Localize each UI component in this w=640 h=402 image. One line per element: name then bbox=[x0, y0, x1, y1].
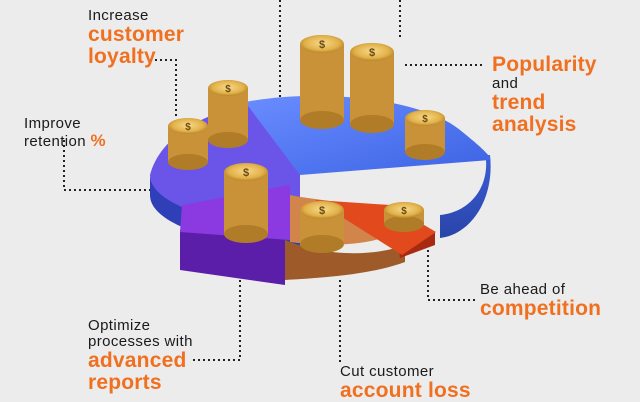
reports-line1: Optimize bbox=[88, 317, 151, 334]
coin-stack-icon: $ bbox=[300, 201, 344, 253]
connector-reports bbox=[190, 270, 241, 361]
slice-blue-side bbox=[295, 155, 491, 238]
coin-stack-icon: $ bbox=[350, 43, 394, 133]
label-account: Cut customer account loss bbox=[340, 364, 471, 402]
coin-stack-icon: $ bbox=[300, 35, 344, 129]
svg-text:$: $ bbox=[243, 167, 249, 179]
popularity-line4: analysis bbox=[492, 112, 577, 136]
coin-stack-icon: $ bbox=[384, 202, 424, 232]
popularity-line3: trend bbox=[492, 90, 546, 114]
reports-line2: processes with bbox=[88, 332, 193, 350]
connector-competition bbox=[427, 245, 475, 301]
label-competition: Be ahead of competition bbox=[480, 282, 601, 320]
account-line2: account loss bbox=[340, 378, 471, 402]
coin-stack-icon: $ bbox=[168, 118, 208, 170]
svg-text:$: $ bbox=[369, 47, 375, 59]
svg-text:$: $ bbox=[185, 122, 191, 133]
account-line1: Cut customer bbox=[340, 363, 434, 380]
label-reports: Optimize processes with advanced reports bbox=[88, 318, 193, 394]
reports-line3: advanced bbox=[88, 348, 187, 372]
label-popularity: Popularity and trend analysis bbox=[492, 53, 597, 136]
competition-line1: Be ahead of bbox=[480, 281, 566, 298]
popularity-line1: Popularity bbox=[492, 53, 597, 76]
connector-lines bbox=[63, 0, 485, 365]
coin-stack-icon: $ bbox=[208, 80, 248, 148]
loyalty-line3: loyalty bbox=[88, 44, 156, 68]
coin-stack-icon: $ bbox=[405, 110, 445, 160]
svg-text:$: $ bbox=[401, 206, 407, 217]
slice-purple-side bbox=[180, 230, 285, 285]
svg-text:$: $ bbox=[319, 39, 325, 51]
slice-red-top bbox=[315, 200, 436, 255]
svg-text:$: $ bbox=[225, 84, 231, 95]
retention-line1: Improve bbox=[24, 115, 81, 132]
coin-stack-icon: $ bbox=[224, 163, 268, 243]
label-loyalty: Increase customer loyalty bbox=[88, 8, 184, 68]
retention-accent: % bbox=[90, 130, 106, 150]
loyalty-line1: Increase bbox=[88, 7, 149, 24]
connector-retention bbox=[63, 140, 155, 191]
popularity-line2: and bbox=[492, 75, 519, 93]
connector-loyalty bbox=[150, 59, 177, 118]
loyalty-line2: customer bbox=[88, 22, 185, 46]
reports-line4: reports bbox=[88, 370, 162, 394]
label-retention: Improve retention % bbox=[24, 116, 106, 151]
svg-text:$: $ bbox=[422, 114, 428, 125]
coin-stacks: $ $ $ $ $ $ bbox=[168, 35, 445, 253]
retention-line2: retention bbox=[24, 132, 86, 150]
svg-text:$: $ bbox=[319, 205, 325, 217]
competition-line2: competition bbox=[480, 296, 602, 320]
